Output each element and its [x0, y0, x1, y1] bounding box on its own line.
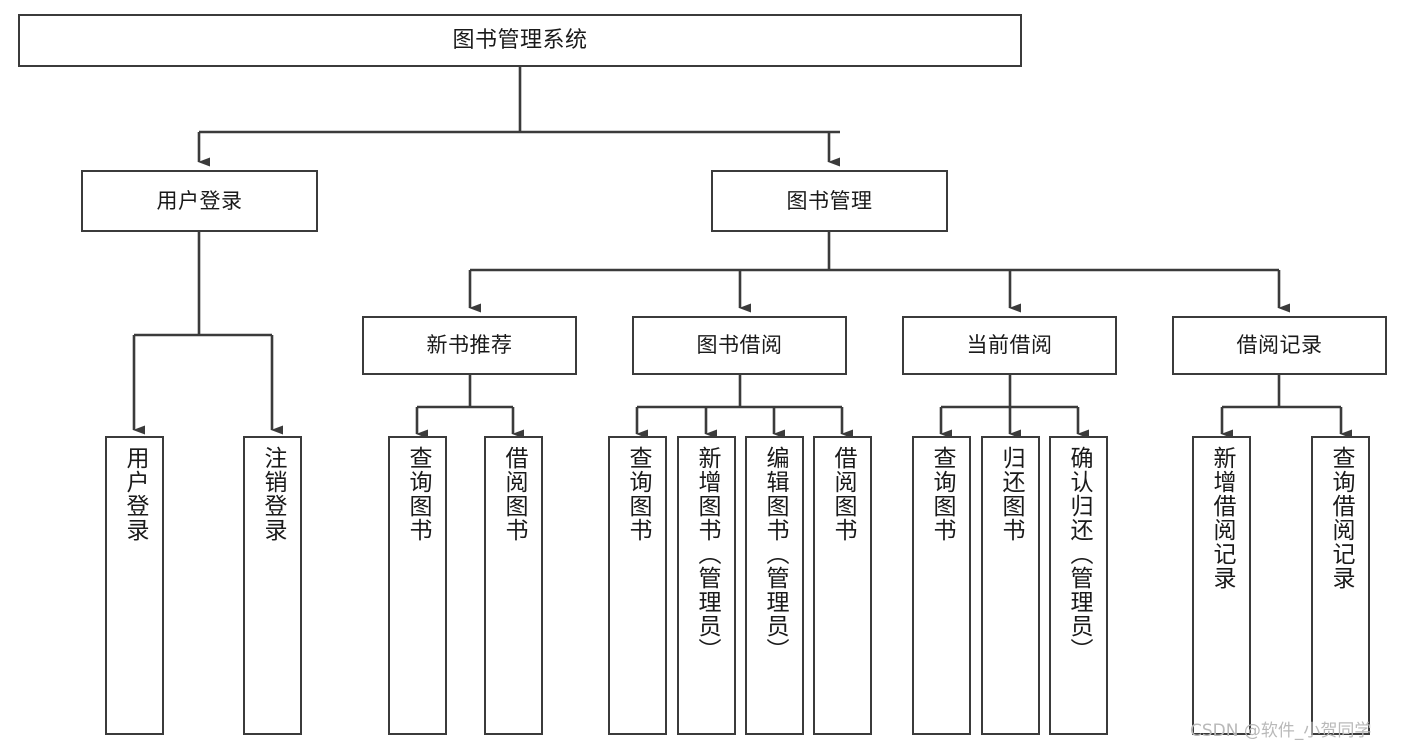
leaf-recommend-borrow-book[interactable]: 借阅图书 — [484, 436, 543, 735]
leaf-record-add-record-label: 新增借阅记录 — [1209, 446, 1235, 590]
node-book-borrow[interactable]: 图书借阅 — [632, 316, 847, 375]
node-current-borrow-label: 当前借阅 — [966, 333, 1053, 358]
leaf-borrow-query-book-label: 查询图书 — [625, 446, 651, 542]
node-new-book-recommend-label: 新书推荐 — [426, 333, 513, 358]
leaf-recommend-query-book[interactable]: 查询图书 — [388, 436, 447, 735]
leaf-borrow-add-book-label: 新增图书（管理员） — [694, 446, 720, 662]
node-new-book-recommend[interactable]: 新书推荐 — [362, 316, 577, 375]
leaf-current-query-book-label: 查询图书 — [929, 446, 955, 542]
leaf-borrow-query-book[interactable]: 查询图书 — [608, 436, 667, 735]
leaf-recommend-query-book-label: 查询图书 — [405, 446, 431, 542]
node-book-management-label: 图书管理 — [786, 188, 873, 213]
leaf-current-confirm-return[interactable]: 确认归还（管理员） — [1049, 436, 1108, 735]
leaf-borrow-edit-book-label: 编辑图书（管理员） — [762, 446, 788, 662]
csdn-watermark: CSDN @软件_小贺同学 — [1190, 721, 1372, 741]
node-user-login[interactable]: 用户登录 — [81, 170, 318, 232]
leaf-borrow-add-book[interactable]: 新增图书（管理员） — [677, 436, 736, 735]
leaf-user-login-logout-label: 注销登录 — [260, 446, 286, 542]
leaf-record-query-record-label: 查询借阅记录 — [1328, 446, 1354, 590]
node-borrow-record[interactable]: 借阅记录 — [1172, 316, 1387, 375]
node-book-borrow-label: 图书借阅 — [696, 333, 783, 358]
leaf-current-query-book[interactable]: 查询图书 — [912, 436, 971, 735]
node-borrow-record-label: 借阅记录 — [1236, 333, 1323, 358]
node-root[interactable]: 图书管理系统 — [18, 14, 1022, 67]
leaf-current-return-book-label: 归还图书 — [998, 446, 1024, 542]
leaf-record-query-record[interactable]: 查询借阅记录 — [1311, 436, 1370, 735]
leaf-current-return-book[interactable]: 归还图书 — [981, 436, 1040, 735]
leaf-borrow-borrow-book-label: 借阅图书 — [830, 446, 856, 542]
leaf-recommend-borrow-book-label: 借阅图书 — [501, 446, 527, 542]
leaf-record-add-record[interactable]: 新增借阅记录 — [1192, 436, 1251, 735]
node-root-label: 图书管理系统 — [452, 27, 588, 53]
leaf-borrow-borrow-book[interactable]: 借阅图书 — [813, 436, 872, 735]
leaf-user-login-login[interactable]: 用户登录 — [105, 436, 164, 735]
leaf-borrow-edit-book[interactable]: 编辑图书（管理员） — [745, 436, 804, 735]
node-current-borrow[interactable]: 当前借阅 — [902, 316, 1117, 375]
leaf-current-confirm-return-label: 确认归还（管理员） — [1066, 446, 1092, 662]
node-user-login-label: 用户登录 — [156, 188, 243, 213]
leaf-user-login-login-label: 用户登录 — [122, 446, 148, 542]
node-book-management[interactable]: 图书管理 — [711, 170, 948, 232]
leaf-user-login-logout[interactable]: 注销登录 — [243, 436, 302, 735]
